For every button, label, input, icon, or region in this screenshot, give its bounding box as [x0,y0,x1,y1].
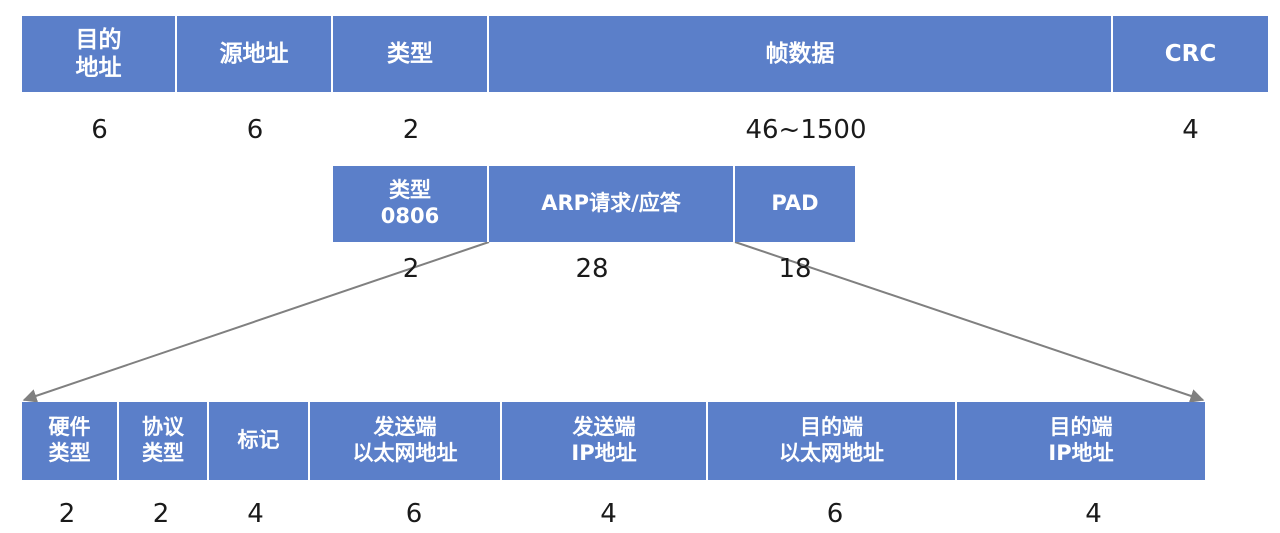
field-crc: CRC [1113,16,1268,92]
field-type: 类型 [333,16,489,92]
field-label: 发送端 [373,415,437,440]
size-label: 4 [247,499,264,529]
field-label: 以太网地址 [779,441,884,465]
field-label: 类型 [387,40,433,67]
size-label: 2 [58,499,76,529]
field-label: 地址 [75,55,122,81]
field-arp-request-reply: ARP请求/应答 [489,166,735,242]
size-label: 4 [1085,499,1102,529]
arp-packet-row: 硬件 类型 协议 类型 标记 发送端 以太网地址 发送端 IP地址 目的端 以太… [22,402,1205,480]
field-label: 0806 [380,204,440,228]
size-label: 6 [405,499,423,529]
field-label: 源地址 [219,40,289,67]
field-label: CRC [1164,40,1217,67]
size-label: 6 [246,115,264,145]
ethernet-frame-sizes: 6 6 2 46~1500 4 [22,112,1258,148]
size-label: 2 [152,499,170,529]
field-frame-data: 帧数据 [489,16,1113,92]
size-label: 4 [600,499,617,529]
field-sender-ethernet-address: 发送端 以太网地址 [310,402,502,480]
size-label: 18 [778,254,812,284]
frame-data-sizes: 2 28 18 [333,252,895,286]
field-pad: PAD [735,166,855,242]
field-target-ethernet-address: 目的端 以太网地址 [708,402,957,480]
ethernet-frame-row: 目的 地址 源地址 类型 帧数据 CRC [22,16,1268,92]
size-label: 6 [91,115,108,145]
field-label: 硬件 [48,415,91,440]
field-label: 目的端 [800,415,863,440]
field-label: 以太网地址 [352,441,458,465]
field-src-address: 源地址 [177,16,333,92]
field-label: PAD [771,191,819,216]
size-label: 2 [402,254,420,284]
size-label: 4 [1182,115,1199,145]
field-label: ARP请求/应答 [541,191,681,216]
left-expansion-arrow [22,241,490,403]
frame-data-row: 类型 0806 ARP请求/应答 PAD [333,166,855,242]
field-label: 目的 [75,26,122,53]
size-label: 28 [575,254,609,284]
field-flag: 标记 [209,402,310,480]
field-label: 目的端 [1049,415,1113,440]
field-label: 类型 [142,441,184,465]
field-type-0806: 类型 0806 [333,166,489,242]
field-label: 帧数据 [765,40,835,67]
field-dest-address: 目的 地址 [22,16,177,92]
right-expansion-arrow [734,241,1205,403]
field-label: IP地址 [1048,441,1114,465]
field-hardware-type: 硬件 类型 [22,402,119,480]
field-sender-ip-address: 发送端 IP地址 [502,402,708,480]
arp-packet-sizes: 2 2 4 6 4 6 4 [22,496,1207,532]
field-protocol-type: 协议 类型 [119,402,209,480]
field-label: 协议 [142,415,184,440]
field-label: 类型 [48,441,91,465]
field-target-ip-address: 目的端 IP地址 [957,402,1205,480]
size-label: 46~1500 [745,115,867,145]
field-label: 类型 [389,178,431,203]
field-label: IP地址 [571,441,637,465]
field-label: 标记 [237,428,280,453]
field-label: 发送端 [572,415,636,440]
size-label: 6 [826,499,844,529]
size-label: 2 [402,115,420,145]
